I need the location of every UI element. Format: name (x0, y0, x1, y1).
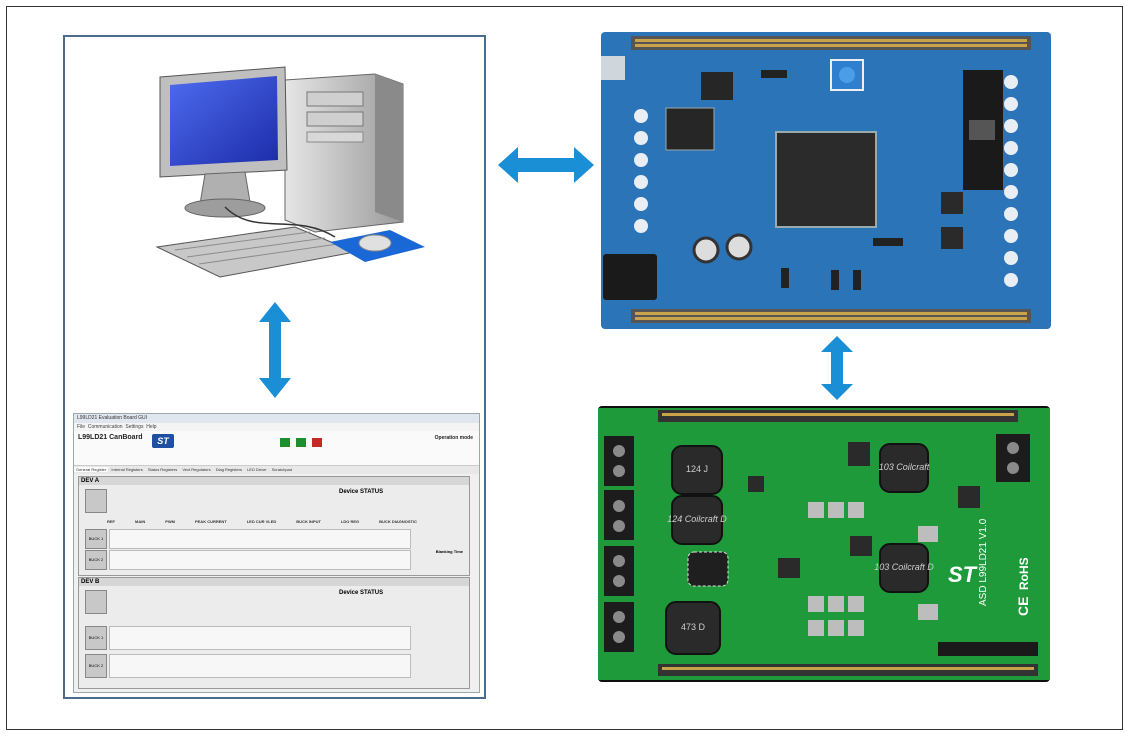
gui-tab[interactable]: General Register (74, 467, 109, 472)
pc-gui-link-arrow (259, 302, 291, 398)
inductor-label: 473 D (681, 622, 706, 632)
gui-menu-communication[interactable]: Communication (87, 424, 123, 430)
gui-menu-file[interactable]: File (77, 424, 86, 430)
gui-title-bar: L99LD21 Evaluation Board GUI (74, 414, 479, 423)
pc-mcu-link-arrow (498, 147, 594, 183)
inductor-label: 124 J (686, 464, 708, 474)
pc-panel: L99LD21 Evaluation Board GUI File Commun… (63, 35, 486, 699)
inductor-label: 103 Coilcraft D (874, 562, 934, 572)
st-logo-icon: ST (152, 434, 174, 448)
diagram-frame (6, 6, 1123, 730)
gui-dev-b: DEV B Device STATUS BUCK 1 BUCK 2 (78, 577, 470, 689)
computer-icon (155, 66, 425, 278)
gui-menu-settings[interactable]: Settings (125, 424, 144, 430)
gui-app-name: L99LD21 CanBoard (78, 434, 143, 441)
gui-tab-strip: General Register Internal Registers Stat… (74, 466, 479, 474)
mcu-led-link-arrow (821, 336, 853, 400)
gui-tab[interactable]: Scratchpad (271, 467, 292, 472)
gui-tab[interactable]: LED Driver (247, 467, 267, 472)
mcu-board-art (601, 36, 1031, 323)
ce-mark: CE (1015, 597, 1031, 616)
gui-device-status-b: Device STATUS (339, 590, 384, 596)
inductor-label: 124 Coilcraft D (667, 514, 727, 524)
gui-tab[interactable]: Diag Registers (215, 467, 242, 472)
gui-row-label: BUCK 2 (85, 654, 107, 678)
inductor-label: 103 Coilcraft (879, 462, 930, 472)
gui-dev-b-title: DEV B (79, 578, 469, 586)
gui-tab[interactable]: Status Registers (147, 467, 178, 472)
gui-row-label: BUCK 2 (85, 550, 107, 570)
gui-menu-help[interactable]: Help (146, 424, 157, 430)
gui-tab[interactable]: Vext Regulators (182, 467, 211, 472)
gui-dev-a-title: DEV A (79, 477, 469, 485)
gui-menu-bar: File Communication Settings Help (74, 423, 479, 431)
led-board-art: 124 J 124 Coilcraft D 103 Coilcraft 103 … (598, 408, 1050, 680)
rohs-mark: RoHS (1017, 557, 1031, 590)
mcu-board (601, 32, 1051, 329)
gui-row-label: BUCK 1 (85, 626, 107, 650)
gui-screenshot: L99LD21 Evaluation Board GUI File Commun… (73, 413, 480, 693)
st-logo-icon: ST (948, 562, 978, 587)
board-marking: ASD L99LD21 V1.0 (978, 518, 989, 606)
gui-device-status-a: Device STATUS (339, 489, 384, 495)
led-driver-board: 124 J 124 Coilcraft D 103 Coilcraft 103 … (598, 406, 1050, 682)
gui-row-label: BUCK 1 (85, 529, 107, 549)
gui-operation-mode: Operation mode (434, 435, 473, 441)
gui-blanking-time: Blanking Time (435, 549, 463, 554)
gui-tab[interactable]: Internal Registers (111, 467, 143, 472)
